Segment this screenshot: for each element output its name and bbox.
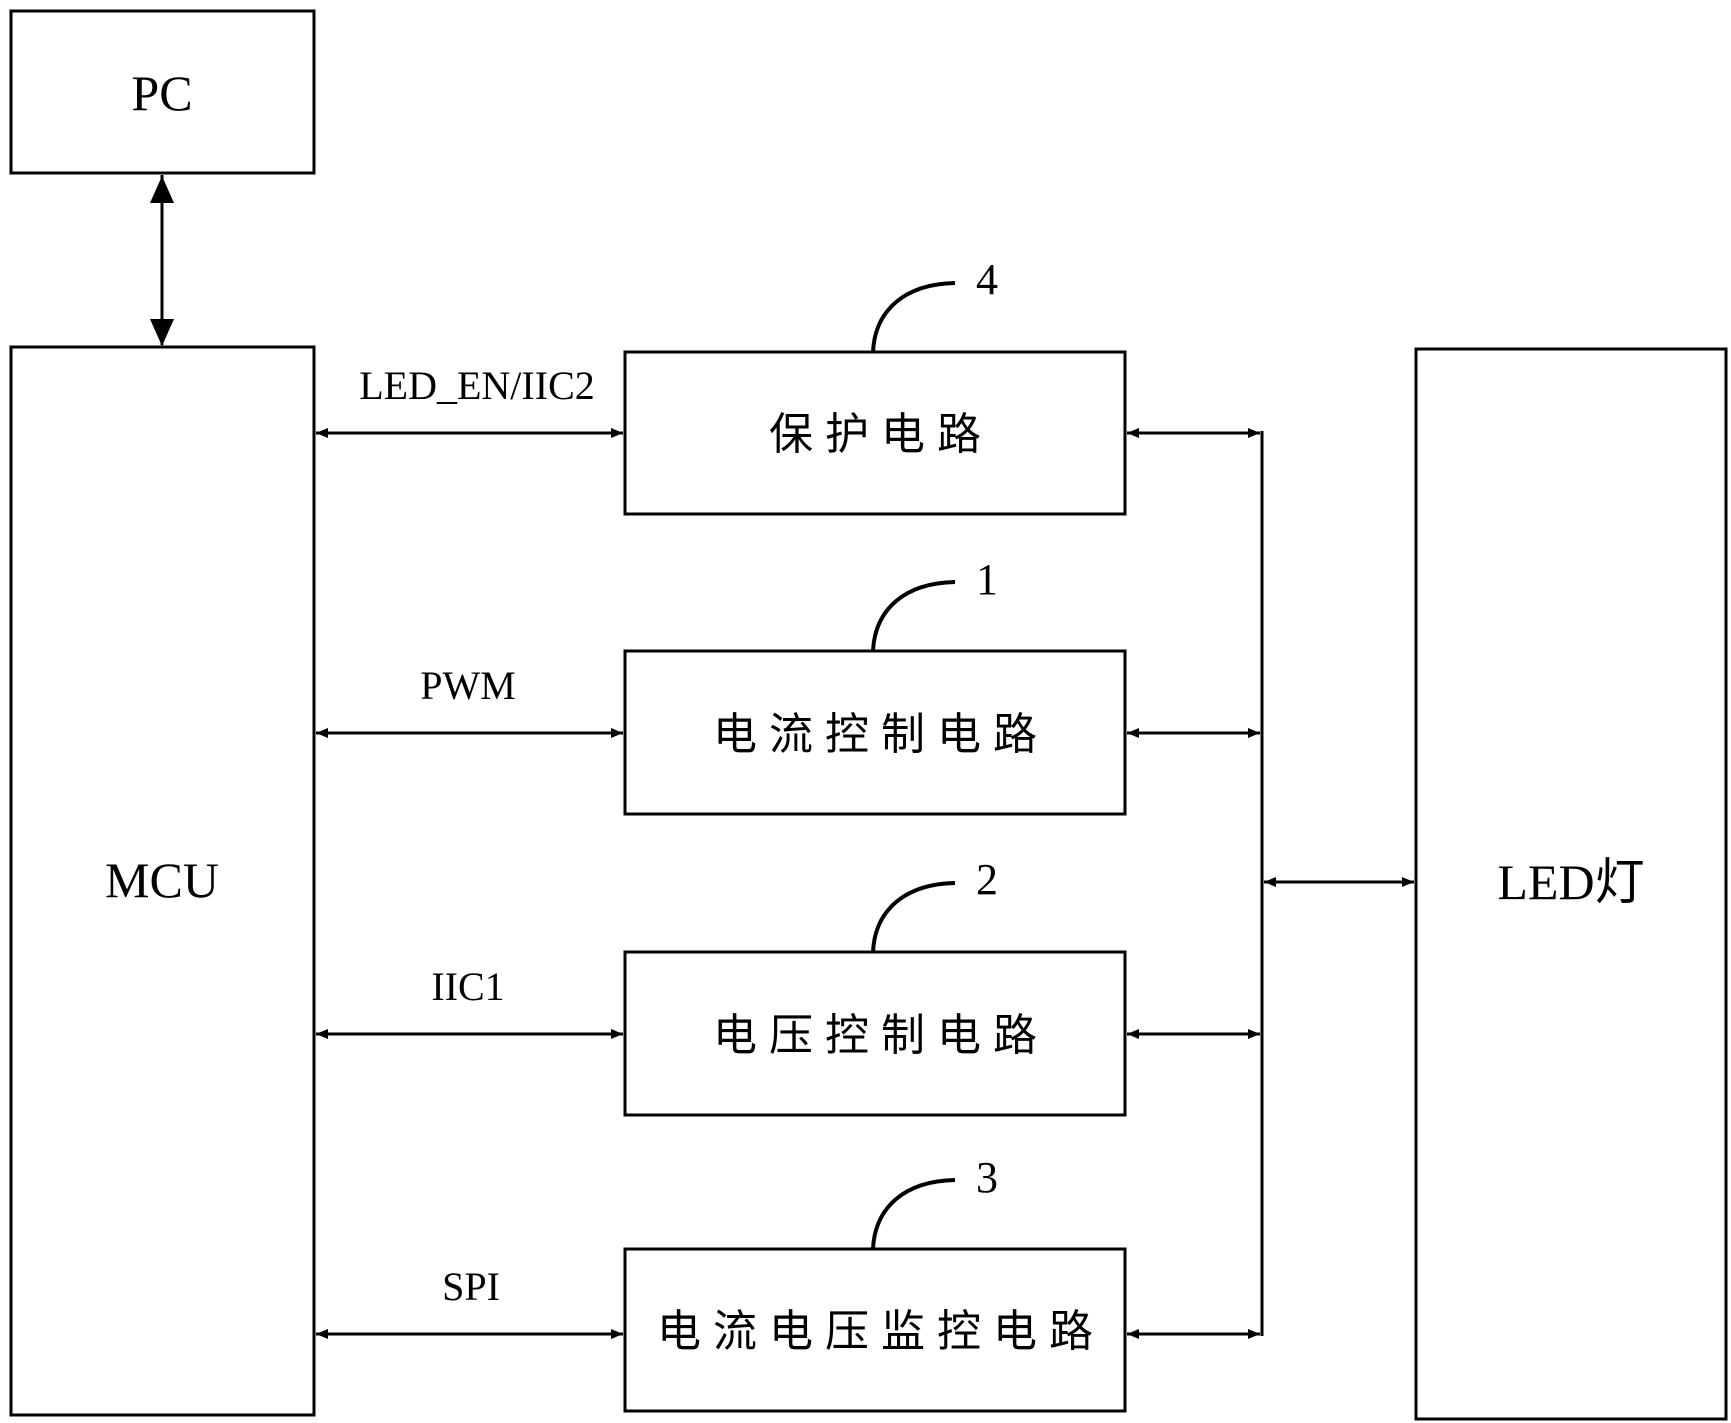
ref-number-3: 3 [976,1153,998,1202]
current-control-circuit-label: 电流控制电路 [713,710,1049,759]
mcu-block: MCU [9,345,316,1417]
mcu-voltage-control-link: IIC1 [316,964,623,1039]
ref-leader-2 [871,881,956,953]
voltage-control-circuit-block: 电压控制电路 2 [623,855,1127,1117]
ref-leader-1 [871,580,956,652]
signal-label-pwm: PWM [420,663,516,708]
mcu-protection-link: LED_EN/IIC2 [316,363,623,438]
monitor-circuit-label: 电流电压监控电路 [657,1307,1105,1356]
ref-number-1: 1 [976,555,998,604]
arrowhead-down-icon [150,319,174,346]
mcu-current-control-link: PWM [316,663,623,738]
pc-block: PC [9,9,316,175]
arrowhead-up-icon [150,176,174,203]
voltage-control-circuit-label: 电压控制电路 [713,1011,1049,1060]
pc-mcu-link [150,175,174,346]
monitor-circuit-block: 电流电压监控电路 3 [623,1153,1127,1413]
mcu-monitor-link: SPI [316,1264,623,1339]
current-control-circuit-block: 电流控制电路 1 [623,555,1127,816]
signal-label-iic1: IIC1 [431,964,504,1009]
pc-label: PC [131,65,192,121]
ref-leader-4 [871,281,956,353]
protection-circuit-label: 保护电路 [769,410,993,459]
signal-label-led-en-iic2: LED_EN/IIC2 [359,363,595,408]
circuit-bus-links [1127,428,1264,1339]
led-block: LED灯 [1414,347,1728,1421]
protection-circuit-block: 保护电路 4 [623,255,1127,516]
signal-label-spi: SPI [442,1264,500,1309]
ref-number-2: 2 [976,855,998,904]
ref-number-4: 4 [976,255,998,304]
mcu-label: MCU [105,852,219,908]
led-label: LED灯 [1497,854,1644,910]
ref-leader-3 [871,1178,956,1250]
